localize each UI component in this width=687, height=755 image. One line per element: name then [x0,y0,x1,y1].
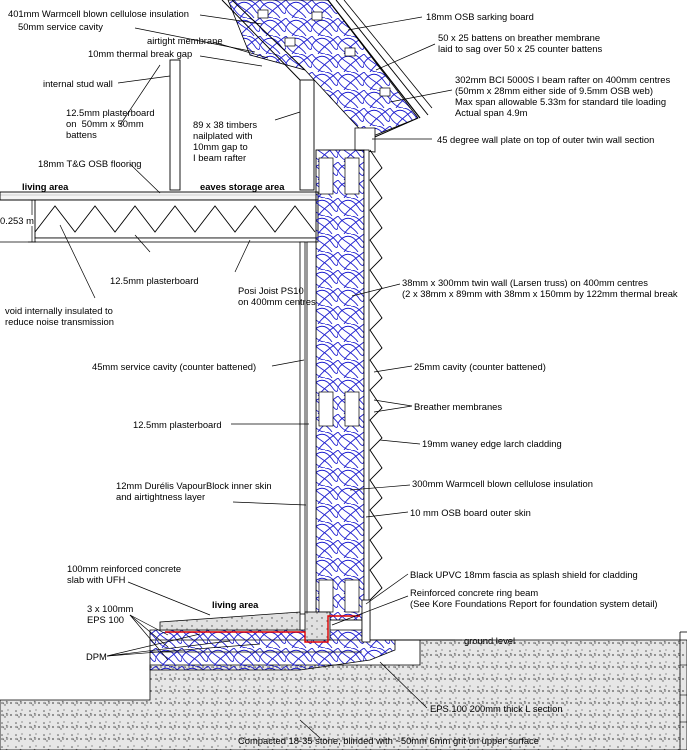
label-plasterboard-wall: 12.5mm plasterboard [133,419,222,430]
label-warmcell-roof: 401mm Warmcell blown cellulose insulatio… [8,8,189,19]
label-cavity-25: 25mm cavity (counter battened) [414,361,546,372]
label-living-area-upper: living area [22,181,69,192]
dpm-line [165,615,360,643]
label-concrete-slab: 100mm reinforced concrete slab with UFH [67,563,182,585]
label-posi-joist: Posi Joist PS10 on 400mm centres [238,285,316,307]
label-timbers-nailplated: 89 x 38 timbers nailplated with 10mm gap… [193,119,258,163]
label-airtight-membrane: airtight membrane [147,35,223,46]
label-compacted-stone: Compacted 18-35 stone, blinded with ~50m… [238,735,539,746]
label-ground-level: ground level [464,635,516,646]
label-plasterboard-joist: 12.5mm plasterboard [110,275,199,286]
label-breather-membranes: Breather membranes [414,401,503,412]
concrete-slab [159,611,331,641]
label-twin-wall: 38mm x 300mm twin wall (Larsen truss) on… [402,277,678,299]
label-service-cavity-roof: 50mm service cavity [18,21,103,32]
label-wall-plate: 45 degree wall plate on top of outer twi… [437,134,655,145]
label-plasterboard-ceiling: 12.5mm plasterboard on 50mm x 50mm batte… [66,107,155,140]
label-internal-stud-wall: internal stud wall [43,78,113,89]
label-osb-sarking: 18mm OSB sarking board [426,11,534,22]
label-larch-cladding: 19mm waney edge larch cladding [422,438,562,449]
label-dpm: DPM [86,651,107,662]
label-eaves-storage: eaves storage area [200,181,285,192]
label-fascia: Black UPVC 18mm fascia as splash shield … [410,569,638,580]
label-void-insulated: void internally insulated to reduce nois… [5,305,114,327]
label-battens: 50 x 25 battens on breather membrane lai… [438,32,603,54]
label-rafter: 302mm BCI 5000S I beam rafter on 400mm c… [455,74,671,118]
label-warmcell-wall: 300mm Warmcell blown cellulose insulatio… [412,478,593,489]
label-osb-outer: 10 mm OSB board outer skin [410,507,531,518]
label-living-area-lower: living area [212,599,259,610]
leader-lines [59,14,462,739]
label-ring-beam: Reinforced concrete ring beam (See Kore … [410,587,658,609]
label-tg-flooring: 18mm T&G OSB flooring [38,158,142,169]
title-block-corner [679,631,687,750]
floor-deck [0,191,319,243]
internal-stud-wall [169,59,181,191]
roof-layers [221,0,433,156]
label-eps-layers: 3 x 100mm EPS 100 [87,603,134,625]
label-dimension-0253: 0.253 m [0,215,34,226]
knee-wall [299,79,315,191]
fascia-splash-shield [361,599,371,643]
label-service-cavity-wall: 45mm service cavity (counter battened) [92,361,257,372]
roof-insulation [227,0,419,139]
wall-insulation [315,149,365,621]
label-thermal-break-gap: 10mm thermal break gap [88,48,193,59]
larch-cladding [369,149,383,601]
label-eps-l-section: EPS 100 200mm thick L section [430,703,563,714]
rafter-flanges [257,9,391,97]
label-vapourblock: 12mm Durélis VapourBlock inner skin and … [116,480,272,502]
wall-outer-skin [363,149,370,621]
